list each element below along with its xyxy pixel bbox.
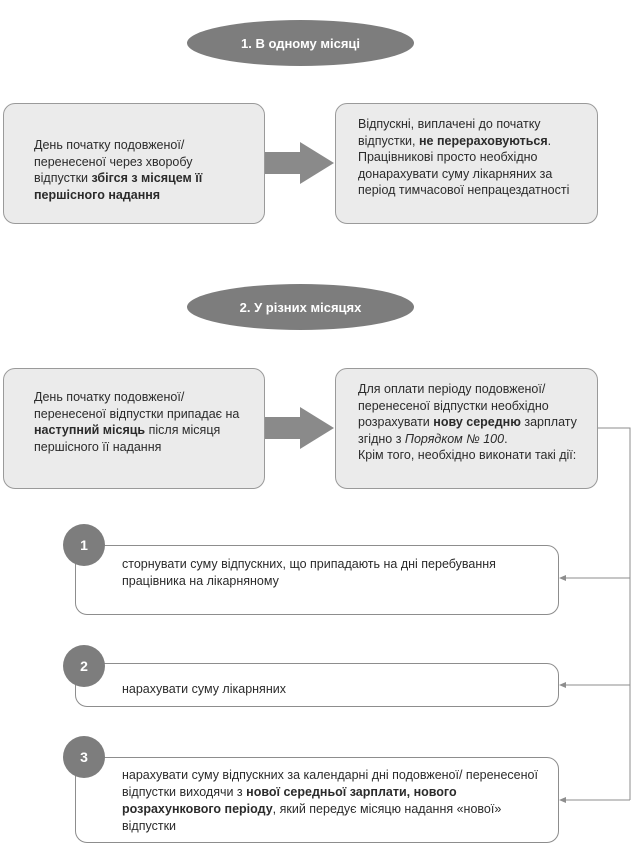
arrowhead-icon [559, 682, 566, 688]
result-text: Відпускні, виплачені до початку відпустк… [358, 117, 570, 197]
condition-text: День початку подовженої/ перенесеної від… [34, 390, 240, 454]
step-text: сторнувати суму відпускних, що припадают… [122, 557, 496, 588]
section-title-pill: 1. В одному місяці [187, 20, 414, 66]
condition-text: День початку подовженої/ перенесеної чер… [34, 138, 203, 202]
step-box: сторнувати суму відпускних, що припадают… [75, 545, 559, 615]
condition-box: День початку подовженої/ перенесеної чер… [3, 103, 265, 224]
step-box: нарахувати суму відпускних за календарні… [75, 757, 559, 843]
result-box: Для оплати періоду подовженої/ перенесен… [335, 368, 598, 489]
step-box: нарахувати суму лікарняних [75, 663, 559, 707]
step-number-badge: 1 [63, 524, 105, 566]
result-text: Для оплати періоду подовженої/ перенесен… [358, 382, 577, 462]
arrowhead-icon [559, 575, 566, 581]
right-arrow-icon [265, 142, 334, 184]
step-text: нарахувати суму відпускних за календарні… [122, 768, 538, 833]
condition-box: День початку подовженої/ перенесеної від… [3, 368, 265, 489]
section-title-pill: 2. У різних місяцях [187, 284, 414, 330]
step-text: нарахувати суму лікарняних [122, 682, 286, 696]
arrowhead-icon [559, 797, 566, 803]
section-title: 2. У різних місяцях [239, 299, 362, 315]
step-number-badge: 3 [63, 736, 105, 778]
result-box: Відпускні, виплачені до початку відпустк… [335, 103, 598, 224]
section-title: 1. В одному місяці [240, 35, 361, 51]
connector-line [598, 427, 631, 800]
step-number-badge: 2 [63, 645, 105, 687]
right-arrow-icon [265, 407, 334, 449]
